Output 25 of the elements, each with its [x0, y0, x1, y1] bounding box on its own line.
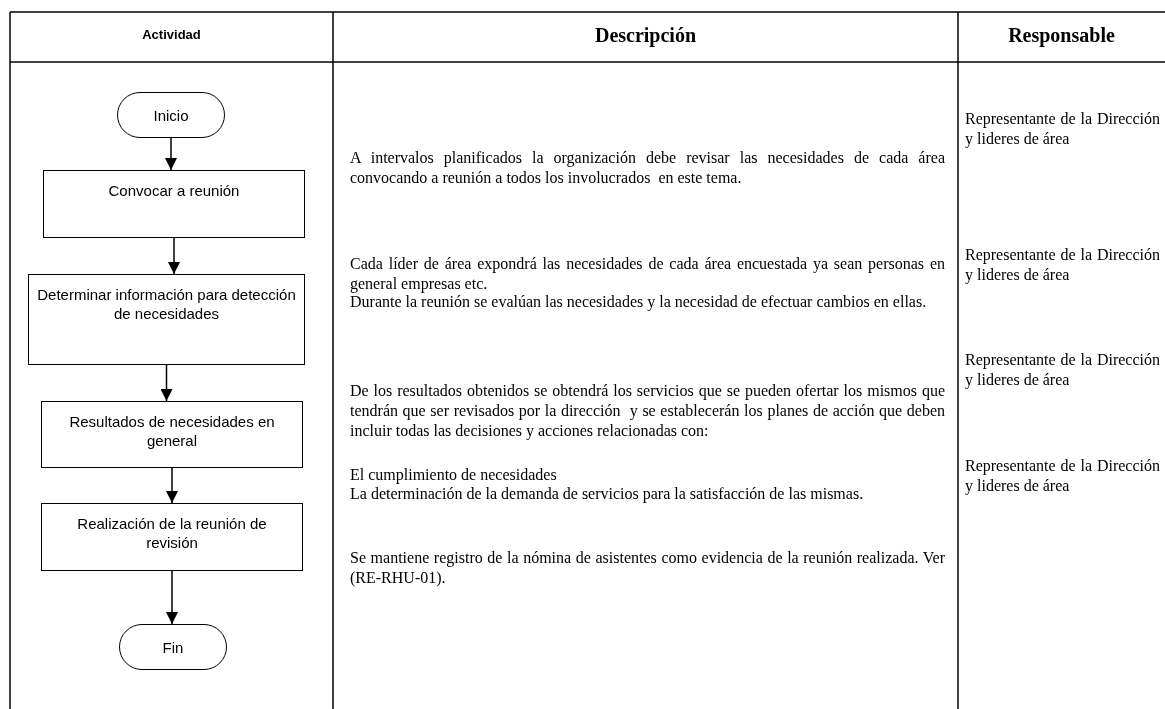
responsible-text: Representante de la Dirección y lideres de área	[965, 109, 1160, 149]
description-text: El cumplimiento de necesidades	[350, 465, 558, 485]
description-text: La determinación de la demanda de servicios para la satisfacción de las mismas.	[350, 484, 865, 504]
process-box: Resultados de necesidades en general	[41, 401, 303, 468]
process-box: Determinar información para detección de necesidades	[28, 274, 305, 365]
description-text: De los resultados obtenidos se obtendrá los servicios que se pueden ofertar los mismos que tendrán que ser revisados por la dirección y se establecerán los planes de acción que deben incluir todas las decisiones y acciones relacionadas con:	[350, 381, 945, 441]
description-text: Se mantiene registro de la nómina de asistentes como evidencia de la reunión realizada. Ver (RE-RHU-01).	[350, 548, 945, 588]
terminal-shape: Inicio	[117, 92, 225, 138]
arrow	[160, 364, 173, 402]
column-header: Responsable	[1007, 23, 1116, 49]
process-box: Realización de la reunión de revisión	[41, 503, 303, 571]
description-text: A intervalos planificados la organización debe revisar las necesidades de cada área convocando a reunión a todos los involucrados en este tema.	[350, 148, 945, 188]
arrow	[166, 467, 178, 504]
responsible-text: Representante de la Dirección y lideres de área	[965, 245, 1160, 285]
responsible-text: Representante de la Dirección y lideres de área	[965, 456, 1160, 496]
process-box: Convocar a reunión	[43, 170, 305, 238]
column-header: Descripción	[593, 23, 698, 49]
arrow	[165, 137, 177, 171]
description-text: Cada líder de área expondrá las necesidades de cada área encuestada ya sean personas en general empresas etc.	[350, 254, 945, 294]
column-header: Actividad	[141, 26, 202, 44]
terminal-shape: Fin	[119, 624, 227, 670]
arrow	[166, 570, 178, 625]
description-text: Durante la reunión se evalúan las necesidades y la necesidad de efectuar cambios en ellas.	[350, 293, 928, 312]
responsible-text: Representante de la Dirección y lideres de área	[965, 350, 1160, 390]
arrow	[168, 237, 180, 275]
